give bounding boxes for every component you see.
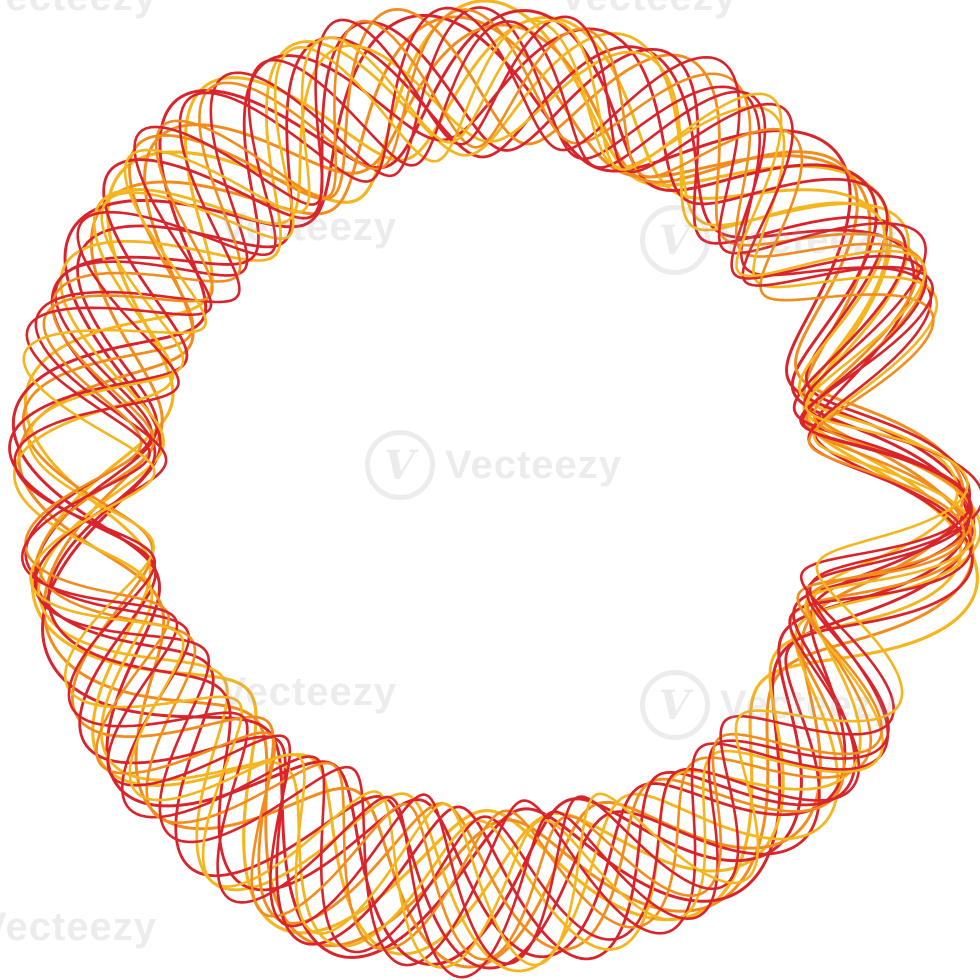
ring-strand-20 [22,19,969,967]
ring-strand-2 [42,15,975,948]
ring-strand-10 [21,7,972,951]
ring-strand-11 [8,20,972,961]
ring-strand-5 [11,9,970,966]
ring-strand-18 [24,19,966,961]
ring-strand-8 [37,32,980,973]
ring-strand-9 [47,27,972,959]
ring-strand-19 [20,15,971,965]
ring-strand-4 [23,15,963,956]
ring-strand-14 [37,8,975,951]
ring-strand-16 [27,19,977,969]
ring-strand-17 [13,20,973,979]
ring-strand-1 [30,0,979,935]
